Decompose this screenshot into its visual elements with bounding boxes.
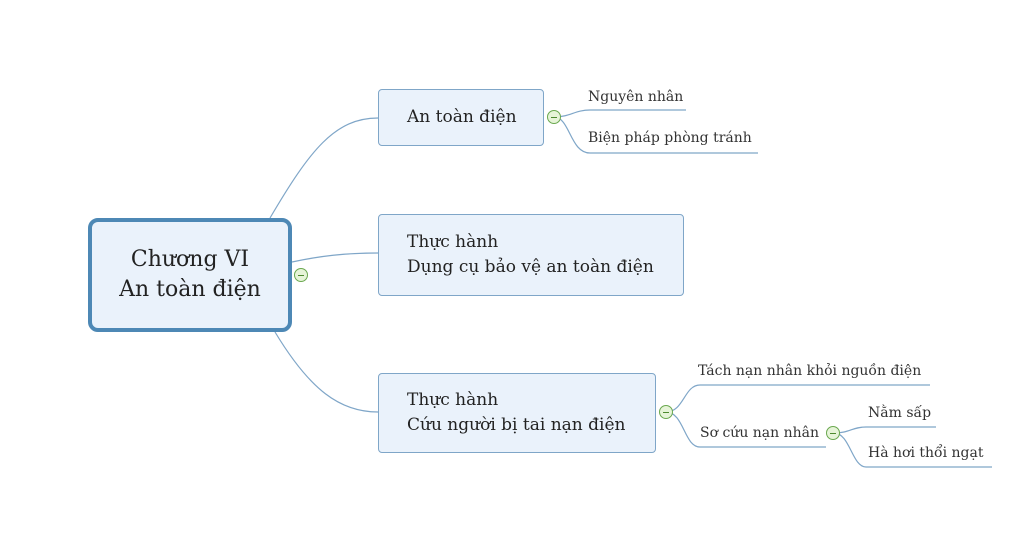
leaf-bien-phap-phong-tranh[interactable]: Biện pháp phòng tránh [588,130,752,146]
root-title: Chương VI [130,247,250,272]
branch-label-line1: Thực hành [407,390,499,410]
collapse-branch3-minus-circle-icon[interactable] [659,405,673,419]
collapse-branch1-minus-circle-icon[interactable] [547,110,561,124]
link-b1-leaf1 [553,109,686,118]
leaf-nguyen-nhan[interactable]: Nguyên nhân [588,89,684,105]
branch-label: An toàn điện [407,107,517,127]
leaf-ha-hoi-thoi-ngat[interactable]: Hà hơi thổi ngạt [868,445,984,461]
link-root-b1 [269,117,379,219]
branch-node-dung-cu-bao-ve[interactable]: Thực hành Dụng cụ bảo vệ an toàn điện [378,214,684,296]
link-root-b3 [274,331,379,413]
branch-label-line2: Dụng cụ bảo vệ an toàn điện [407,257,654,277]
leaf-so-cuu-nan-nhan[interactable]: Sơ cứu nạn nhân [700,425,820,441]
link-sub-leaf1 [833,426,936,434]
leaf-tach-nan-nhan[interactable]: Tách nạn nhân khỏi nguồn điện [698,363,922,379]
branch-node-cuu-nguoi[interactable]: Thực hành Cứu người bị tai nạn điện [378,373,656,453]
branch-label-line1: Thực hành [407,232,499,252]
branch-label-line2: Cứu người bị tai nạn điện [407,415,626,435]
link-root-b2 [291,252,379,263]
leaf-nam-sap[interactable]: Nằm sấp [868,405,932,421]
branch-node-an-toan-dien[interactable]: An toàn điện [378,89,544,146]
collapse-root-minus-circle-icon[interactable] [294,268,308,282]
root-subtitle: An toàn điện [119,277,261,302]
root-node[interactable]: Chương VI An toàn điện [88,218,292,332]
collapse-so-cuu-minus-circle-icon[interactable] [826,426,840,440]
